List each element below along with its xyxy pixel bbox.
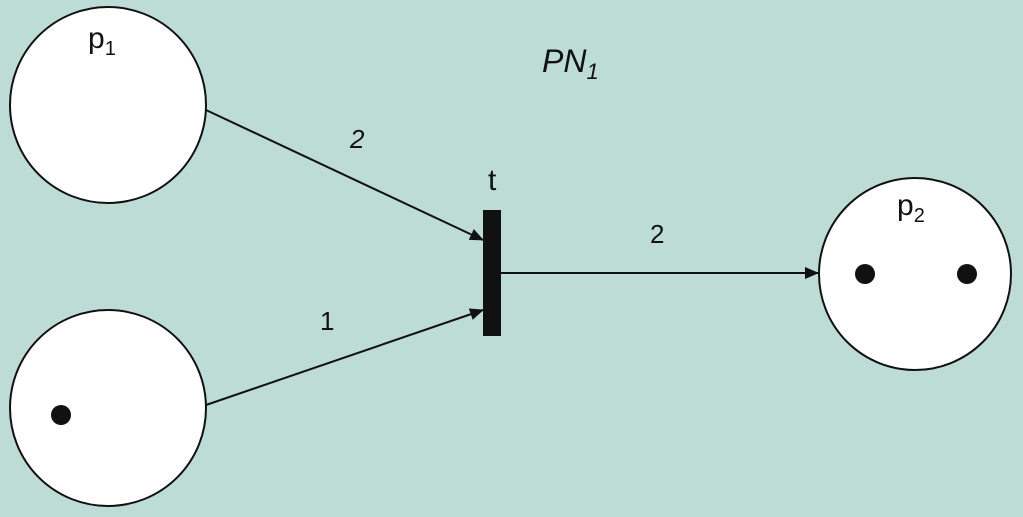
place-p2-circle [818,177,1012,371]
transition-label: t [488,164,497,197]
arc-weight-label: 1 [320,306,334,336]
transition-t: t [483,164,501,336]
arc-weight-label: 2 [349,124,365,154]
place-p1-label: p1 [88,22,116,60]
token [957,264,977,284]
arc-line [205,308,484,406]
arc-t-to-p2: 2 [501,219,819,279]
token [855,264,875,284]
place-p2: p2 [818,177,1012,371]
place-unlabeled-circle [9,309,207,507]
arc-weight-label: 2 [650,219,664,249]
token [51,405,71,425]
diagram-title: PN1 [542,43,599,84]
place-p1: p1 [9,6,207,204]
place-unlabeled [9,309,207,507]
arc-p1-to-t: 2 [205,109,484,241]
arc-line [205,109,484,241]
place-p1-circle [9,6,207,204]
arc-unlabeled-to-t: 1 [205,306,484,406]
transition-bar [483,210,501,336]
place-p2-label: p2 [897,189,925,227]
